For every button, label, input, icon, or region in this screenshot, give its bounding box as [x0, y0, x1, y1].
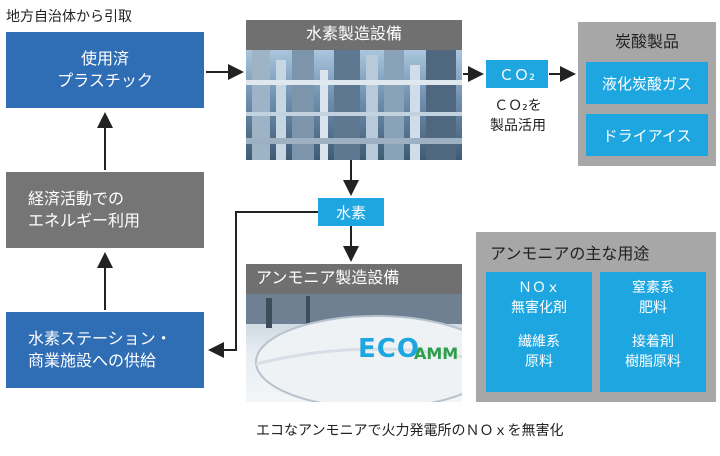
co2-box: ＣＯ₂ — [486, 60, 548, 88]
ammonia-tank-illustration — [246, 294, 462, 402]
hydrogen-plant-title: 水素製造設備 — [246, 20, 462, 50]
co2-use-line1: ＣＯ₂を — [494, 98, 542, 114]
eco-logo-text: ECO — [358, 334, 420, 364]
use-fertilizer-2: 肥料 — [639, 300, 667, 316]
source-label: 地方自治体から引取 — [6, 9, 132, 25]
use-fertilizer: 窒素系 — [632, 280, 674, 296]
use-fiber: 繊維系 — [518, 334, 560, 350]
dry-ice-box: ドライアイス — [586, 114, 708, 156]
use-adhesive: 接着剤 — [632, 334, 674, 350]
ammonia-uses-panel: アンモニアの主な用途 ＮＯｘ 無害化剤 繊維系 原料 窒素系 肥料 接着剤 樹脂… — [476, 232, 716, 402]
carbonic-products-title: 炭酸製品 — [614, 32, 679, 51]
used-plastic-line2: プラスチック — [57, 71, 153, 90]
hydrogen-plant-photo — [246, 50, 462, 160]
carbonic-products-panel: 炭酸製品 液化炭酸ガス ドライアイス — [578, 22, 716, 166]
co2-use-line2: 製品活用 — [490, 118, 546, 134]
liquefied-co2-box: 液化炭酸ガス — [586, 62, 708, 104]
ammonia-uses-right: 窒素系 肥料 接着剤 樹脂原料 — [600, 272, 706, 392]
use-nox-2: 無害化剤 — [511, 300, 567, 316]
ammonia-uses-title: アンモニアの主な用途 — [490, 244, 650, 263]
used-plastic-line1: 使用済 — [80, 49, 129, 68]
co2-utilization-label: ＣＯ₂を 製品活用 — [470, 96, 566, 136]
hydrogen-station-box: 水素ステーション・ 商業施設への供給 — [6, 312, 204, 388]
ammonia-plant-photo: ECO AMM — [246, 294, 462, 402]
use-fiber-2: 原料 — [525, 354, 553, 370]
plant-pipes-illustration — [246, 50, 462, 160]
eco-logo-text-2: AMM — [414, 344, 459, 363]
used-plastic-box: 使用済 プラスチック — [6, 32, 204, 108]
use-nox: ＮＯｘ — [518, 280, 560, 296]
h2-station-line1: 水素ステーション・ — [28, 329, 172, 348]
h2-station-line2: 商業施設への供給 — [28, 351, 157, 370]
hydrogen-box: 水素 — [318, 198, 384, 226]
caption: エコなアンモニアで火力発電所のＮＯｘを無害化 — [256, 423, 564, 439]
economic-line2: エネルギー利用 — [28, 211, 141, 230]
economic-use-box: 経済活動での エネルギー利用 — [6, 172, 204, 248]
economic-line1: 経済活動での — [28, 189, 125, 208]
ammonia-uses-left: ＮＯｘ 無害化剤 繊維系 原料 — [486, 272, 592, 392]
arrow-hydrogen-to-station — [208, 211, 318, 358]
ammonia-plant-title: アンモニア製造設備 — [246, 264, 462, 294]
use-adhesive-2: 樹脂原料 — [625, 354, 681, 370]
